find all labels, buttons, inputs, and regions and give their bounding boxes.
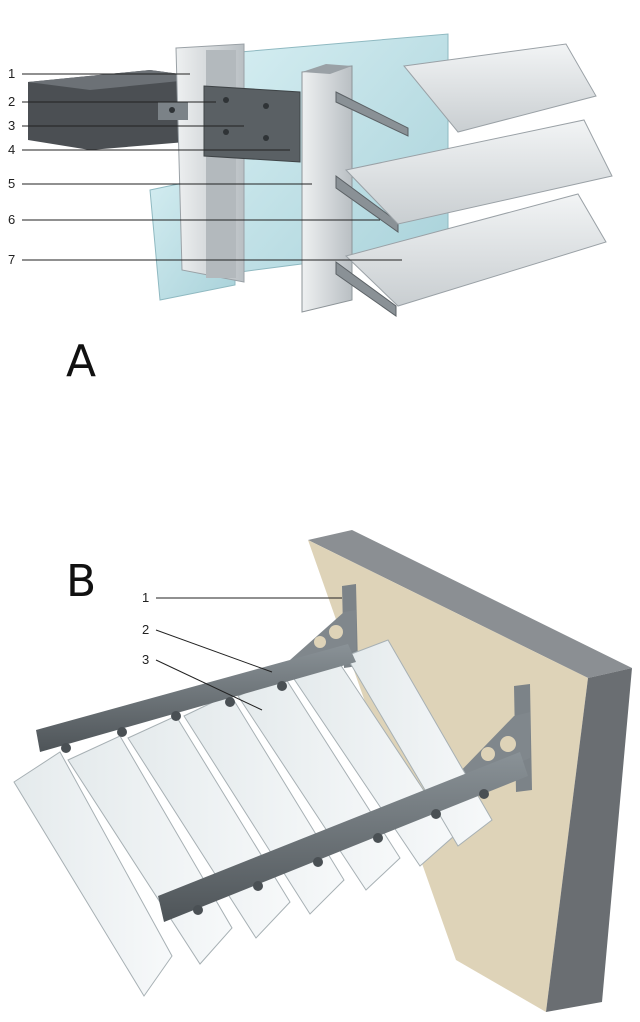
callout-a-5: 5 — [8, 176, 15, 191]
callout-numbers-a: 1 2 3 4 5 6 7 — [8, 66, 15, 267]
blade-a-2 — [345, 119, 613, 225]
blade-a-1 — [403, 43, 597, 133]
callout-a-3: 3 — [8, 118, 15, 133]
callout-numbers-b: 1 2 3 — [142, 590, 149, 667]
callout-leaders-b — [155, 597, 342, 711]
panel-label-b: B — [66, 556, 96, 607]
callout-a-2: 2 — [8, 94, 15, 109]
mullion-channel — [206, 50, 236, 278]
bracket-plate — [203, 85, 301, 163]
louvre-post-top — [302, 64, 352, 74]
blade-arms — [335, 91, 409, 317]
louvre-blades-a — [345, 43, 613, 307]
blade-a-3 — [345, 193, 607, 307]
blade-clips — [61, 681, 489, 915]
rail-upper — [36, 644, 356, 752]
callout-b-3: 3 — [142, 652, 149, 667]
rail-lower — [158, 752, 528, 922]
callout-a-4: 4 — [8, 142, 15, 157]
fixing-bolts — [169, 97, 269, 141]
callout-b-2: 2 — [142, 622, 149, 637]
callout-b-1: 1 — [142, 590, 149, 605]
panel-a-illustration — [28, 33, 613, 317]
panel-label-a: A — [66, 336, 96, 387]
panel-b-illustration — [13, 530, 632, 1012]
callout-a-1: 1 — [8, 66, 15, 81]
concrete-slab — [28, 70, 210, 150]
callout-leaders-a — [22, 73, 402, 261]
concrete-slab-top — [28, 70, 210, 90]
callout-a-6: 6 — [8, 212, 15, 227]
wall-top — [308, 530, 632, 678]
callout-a-7: 7 — [8, 252, 15, 267]
wall-concrete-side — [546, 668, 632, 1012]
